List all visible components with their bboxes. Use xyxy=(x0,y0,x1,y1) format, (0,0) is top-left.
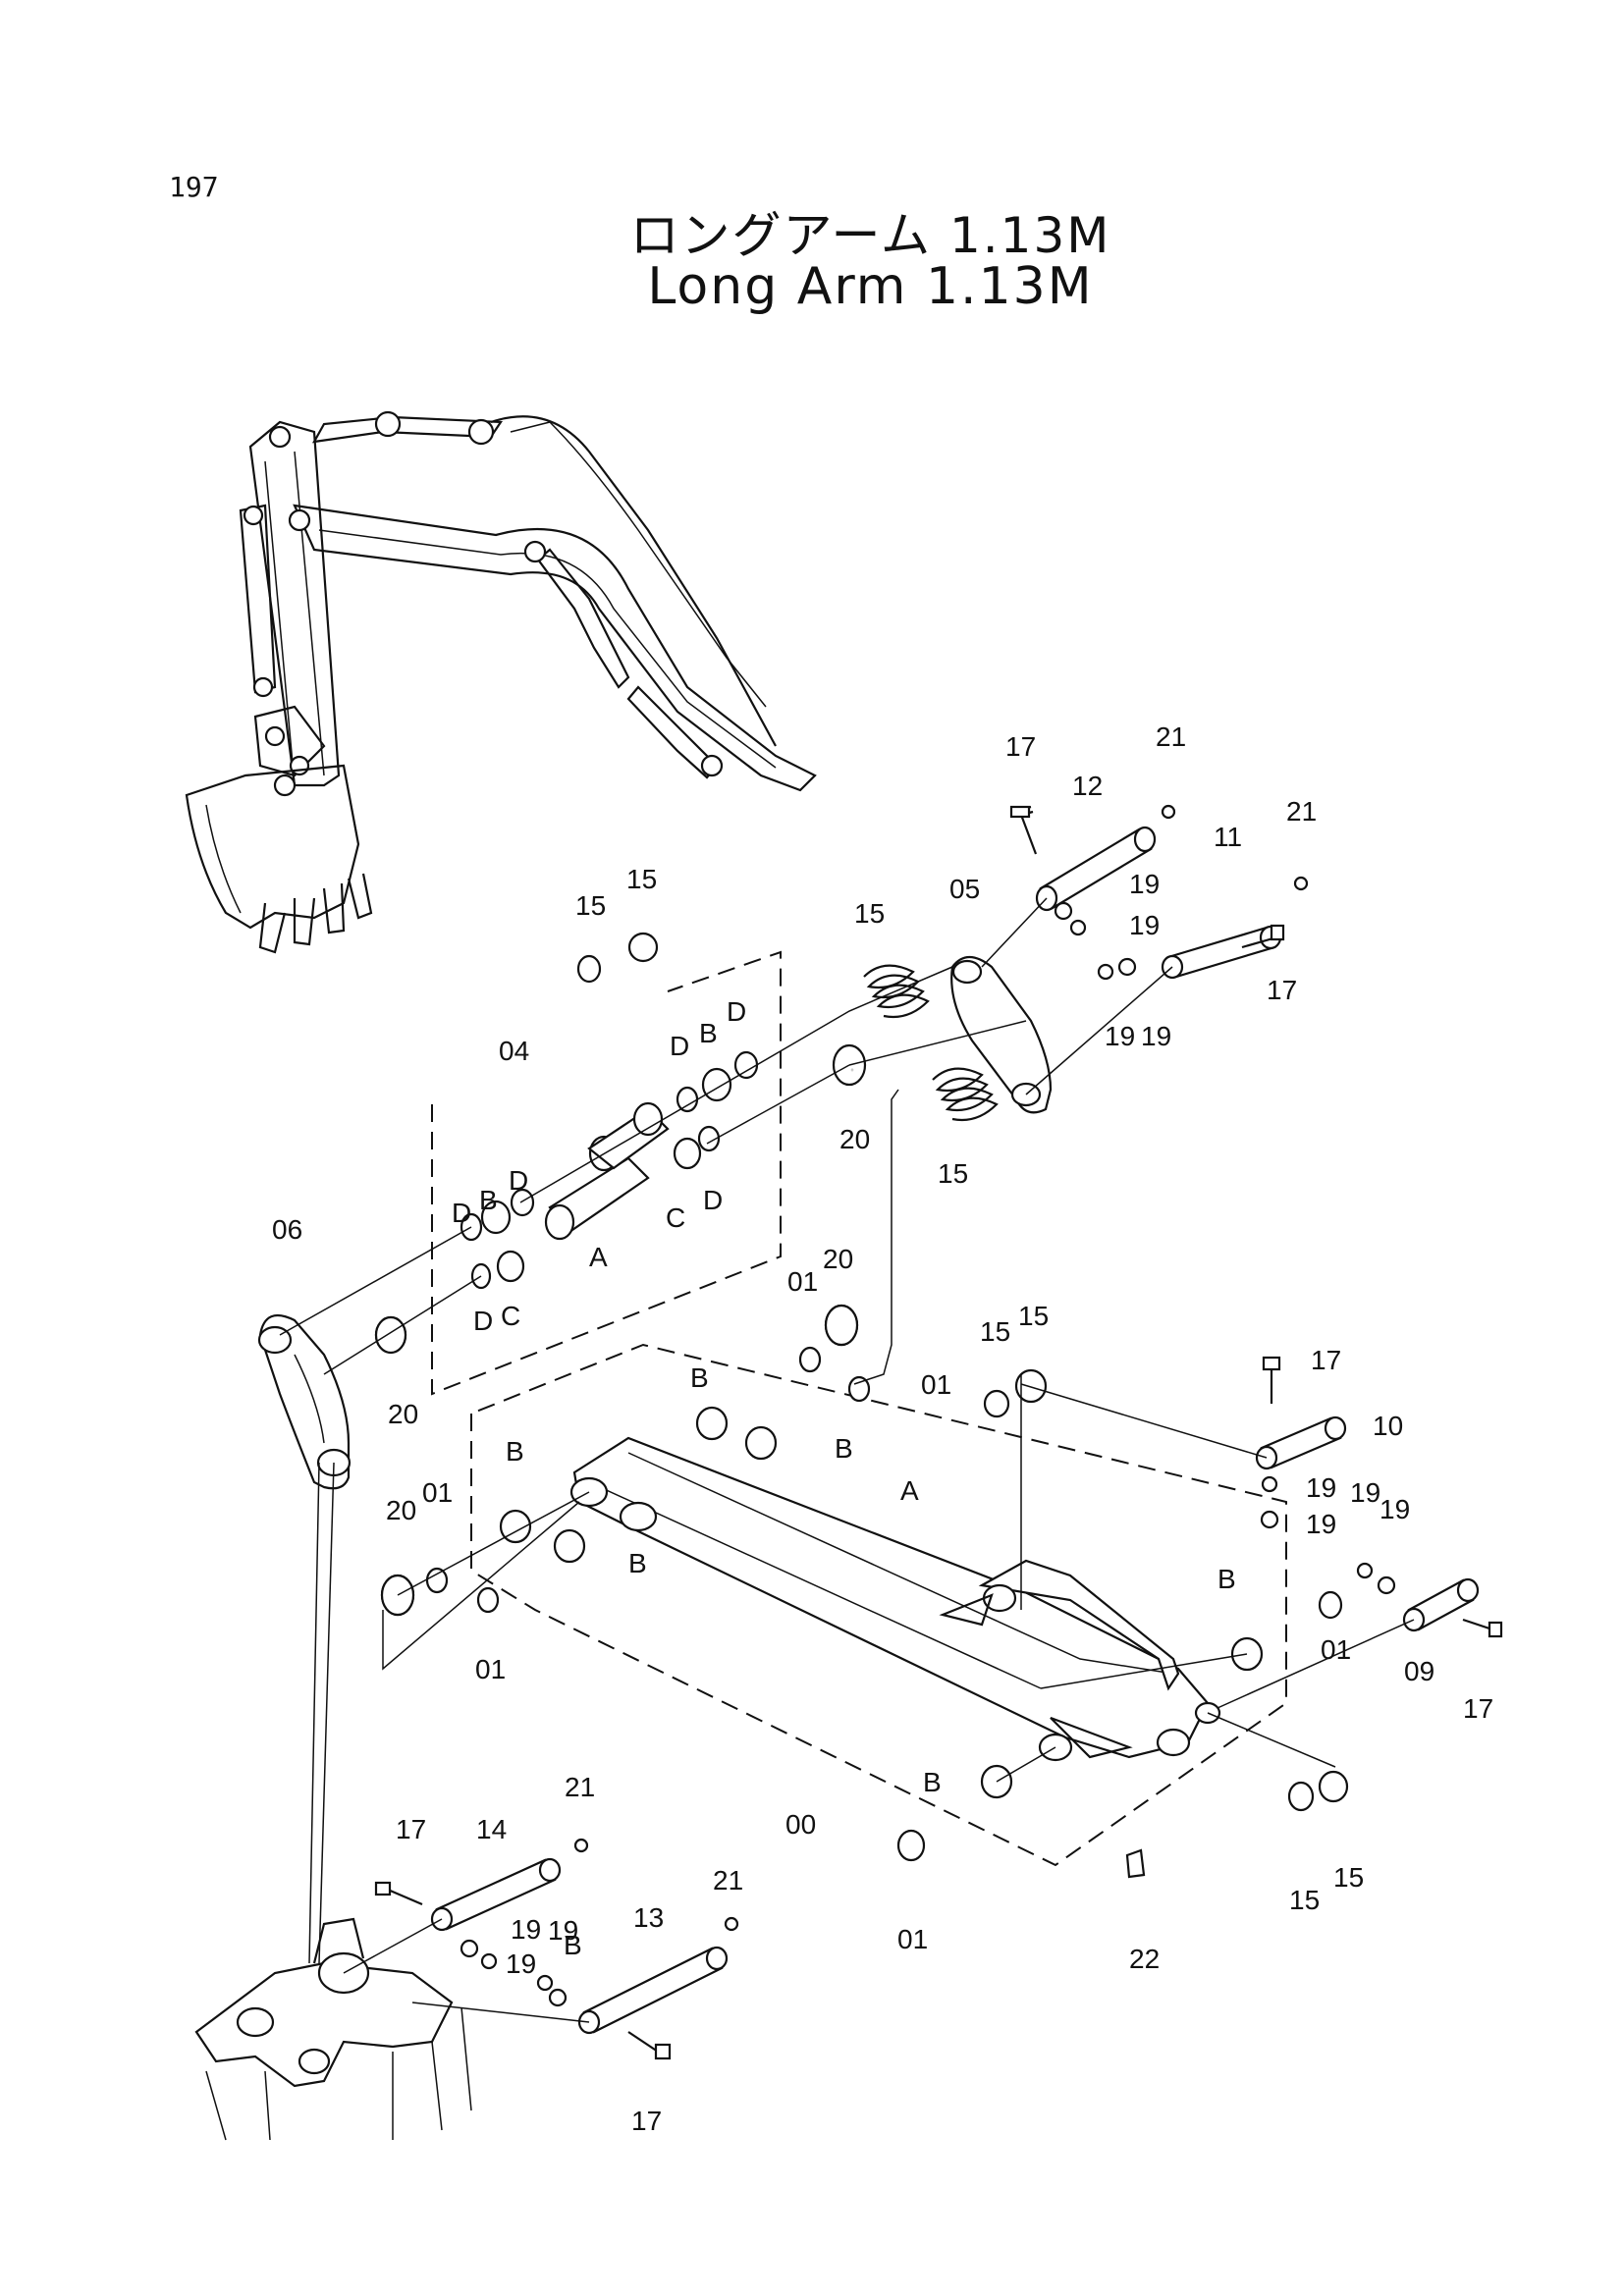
callout-15: 15 xyxy=(1018,1301,1049,1331)
callout-17: 17 xyxy=(396,1814,426,1844)
callout-20: 20 xyxy=(388,1399,418,1429)
callout-13: 13 xyxy=(633,1902,664,1933)
pin-13 xyxy=(577,1946,729,2035)
callout-D: D xyxy=(473,1306,493,1336)
title-english: Long Arm 1.13M xyxy=(647,257,1094,316)
callout-19: 19 xyxy=(1129,869,1160,899)
callout-labels: 17 12 21 21 11 19 19 17 19 19 05 15 15 1… xyxy=(272,721,1493,2136)
callout-01: 01 xyxy=(787,1266,818,1297)
callout-01: 01 xyxy=(921,1369,951,1400)
group-outline-00 xyxy=(470,1343,1287,1867)
callout-17: 17 xyxy=(1311,1345,1341,1375)
callout-19: 19 xyxy=(511,1914,541,1945)
callout-19: 19 xyxy=(1105,1021,1135,1051)
page-number: 197 xyxy=(169,171,219,203)
callout-19: 19 xyxy=(1141,1021,1171,1051)
callout-C: C xyxy=(501,1301,520,1331)
pin-A-upper xyxy=(544,1101,670,1241)
callout-15: 15 xyxy=(1289,1885,1320,1915)
callout-A: A xyxy=(900,1475,919,1506)
callout-15: 15 xyxy=(854,898,885,929)
assembly-lines xyxy=(279,897,1415,2023)
callout-12: 12 xyxy=(1072,771,1103,801)
callout-15: 15 xyxy=(575,890,606,921)
callout-05: 05 xyxy=(949,874,980,904)
callout-19: 19 xyxy=(1306,1472,1336,1503)
grease-fittings xyxy=(573,804,1309,1932)
callout-20: 20 xyxy=(839,1124,870,1154)
nuts-19 xyxy=(460,901,1396,2007)
callout-01: 01 xyxy=(475,1654,506,1684)
callout-19: 19 xyxy=(1350,1477,1380,1508)
callout-19: 19 xyxy=(548,1915,578,1946)
pin-10 xyxy=(1255,1415,1347,1470)
callout-B: B xyxy=(699,1018,718,1048)
callout-15: 15 xyxy=(980,1316,1010,1347)
callout-14: 14 xyxy=(476,1814,507,1844)
callout-B: B xyxy=(628,1548,647,1578)
pin-14 xyxy=(430,1857,562,1932)
callout-D: D xyxy=(452,1198,471,1228)
callout-21: 21 xyxy=(565,1772,595,1802)
callout-17: 17 xyxy=(1267,975,1297,1005)
callout-11: 11 xyxy=(1214,822,1242,852)
callout-21: 21 xyxy=(713,1865,743,1896)
callout-20: 20 xyxy=(386,1495,416,1525)
callout-09: 09 xyxy=(1404,1656,1434,1686)
pin-11 xyxy=(1161,925,1282,980)
callout-17: 17 xyxy=(631,2106,662,2136)
callout-B: B xyxy=(690,1362,709,1393)
spring-15-lower xyxy=(932,1067,999,1122)
callout-00: 00 xyxy=(785,1809,816,1840)
callout-D: D xyxy=(509,1165,528,1196)
bucket-bracket xyxy=(194,1917,472,2141)
callout-01: 01 xyxy=(422,1477,453,1508)
callout-01: 01 xyxy=(1321,1634,1351,1665)
callout-B: B xyxy=(479,1185,498,1215)
callout-20: 20 xyxy=(823,1244,853,1274)
callout-01: 01 xyxy=(897,1924,928,1954)
callout-15: 15 xyxy=(626,864,657,894)
callout-19: 19 xyxy=(1306,1509,1336,1539)
arm-body-00 xyxy=(569,1436,1221,1762)
group-outline-04 xyxy=(431,950,782,1396)
callout-04: 04 xyxy=(499,1036,529,1066)
callout-15: 15 xyxy=(1333,1862,1364,1893)
callout-D: D xyxy=(727,996,746,1027)
bolts-17 xyxy=(374,805,1503,2060)
callout-06: 06 xyxy=(272,1214,302,1245)
link-06 xyxy=(257,1313,352,1490)
callout-21: 21 xyxy=(1156,721,1186,752)
overview-excavator-drawing xyxy=(185,410,817,954)
callout-17: 17 xyxy=(1463,1693,1493,1724)
callout-B: B xyxy=(835,1433,853,1464)
callout-B: B xyxy=(506,1436,524,1467)
callout-B: B xyxy=(1217,1564,1236,1594)
callout-19: 19 xyxy=(1380,1494,1410,1524)
spring-15-upper xyxy=(863,964,930,1019)
callout-17: 17 xyxy=(1005,731,1036,762)
callout-19: 19 xyxy=(1129,910,1160,940)
callout-10: 10 xyxy=(1373,1411,1403,1441)
callout-19: 19 xyxy=(506,1949,536,1979)
callout-15: 15 xyxy=(938,1158,968,1189)
pin-09 xyxy=(1402,1577,1480,1632)
callout-B: B xyxy=(564,1930,582,1960)
callout-22: 22 xyxy=(1129,1944,1160,1974)
washers-and-bushings xyxy=(374,932,1349,1862)
callout-A: A xyxy=(589,1242,608,1272)
title-japanese: ロングアーム 1.13M xyxy=(629,207,1111,264)
callout-D: D xyxy=(703,1185,723,1215)
callout-C: C xyxy=(666,1202,685,1233)
callout-D: D xyxy=(670,1031,689,1061)
callout-21: 21 xyxy=(1286,796,1317,827)
callout-B: B xyxy=(923,1767,942,1797)
